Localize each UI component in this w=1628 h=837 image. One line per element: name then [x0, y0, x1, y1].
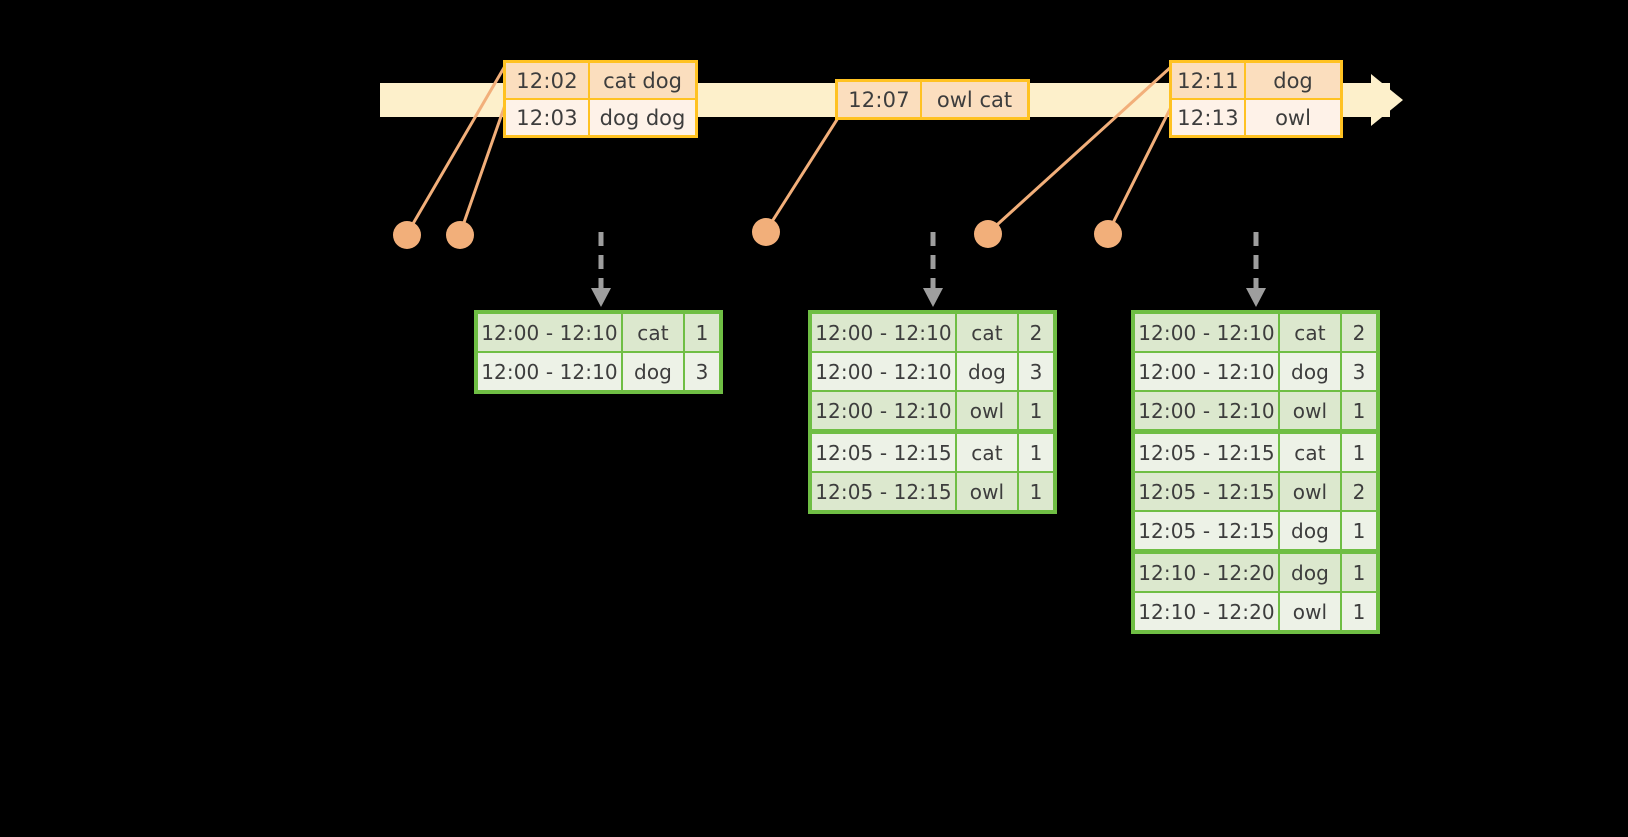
cell-count: 1 [1342, 392, 1376, 429]
timeline-arrow-head [1371, 74, 1403, 126]
cell-key: dog [1280, 554, 1340, 591]
trigger-arrow [1246, 232, 1266, 307]
cell-key: cat [957, 434, 1017, 471]
event-time: 12:02 [506, 63, 590, 98]
table-row: 12:05 - 12:15 cat 1 [812, 434, 1053, 471]
event-time: 12:11 [1172, 63, 1246, 98]
event-value: cat dog [603, 68, 682, 93]
event-time: 12:13 [1172, 100, 1246, 135]
table-row: 12:00 - 12:10 dog 3 [812, 353, 1053, 390]
event-dot [974, 220, 1002, 248]
cell-window: 12:00 - 12:10 [812, 392, 955, 429]
table-row: 12:00 - 12:10 owl 1 [812, 392, 1053, 429]
connector-line [1106, 104, 1174, 234]
cell-count: 1 [1342, 593, 1376, 630]
cell-key: cat [957, 314, 1017, 351]
event-row[interactable]: 12:02 cat dog [506, 63, 695, 98]
table-row: 12:10 - 12:20 owl 1 [1135, 593, 1376, 630]
event-value: dog [1273, 68, 1313, 93]
table-row: 12:00 - 12:10 cat 2 [812, 314, 1053, 351]
event-value: owl [1275, 105, 1311, 130]
cell-count: 3 [1342, 353, 1376, 390]
cell-count: 2 [1342, 473, 1376, 510]
cell-count: 1 [685, 314, 719, 351]
cell-window: 12:00 - 12:10 [812, 353, 955, 390]
table-row: 12:05 - 12:15 dog 1 [1135, 512, 1376, 549]
cell-key: cat [1280, 314, 1340, 351]
table-row: 12:00 - 12:10 dog 3 [478, 353, 719, 390]
table-row: 12:05 - 12:15 owl 2 [1135, 473, 1376, 510]
table-row: 12:00 - 12:10 dog 3 [1135, 353, 1376, 390]
cell-key: owl [957, 392, 1017, 429]
cell-key: owl [1280, 593, 1340, 630]
connector-line [458, 104, 507, 235]
event-dot [752, 218, 780, 246]
cell-window: 12:00 - 12:10 [1135, 392, 1278, 429]
cell-count: 3 [685, 353, 719, 390]
cell-window: 12:05 - 12:15 [1135, 512, 1278, 549]
event-row[interactable]: 12:11 dog [1172, 63, 1340, 98]
cell-key: owl [1280, 392, 1340, 429]
cell-count: 3 [1019, 353, 1053, 390]
cell-window: 12:00 - 12:10 [1135, 314, 1278, 351]
cell-count: 1 [1342, 434, 1376, 471]
cell-count: 2 [1019, 314, 1053, 351]
event-group-1[interactable]: 12:02 cat dog 12:03 dog dog [503, 60, 698, 138]
cell-window: 12:10 - 12:20 [1135, 554, 1278, 591]
event-time: 12:03 [506, 100, 590, 135]
cell-key: owl [957, 473, 1017, 510]
event-time: 12:07 [838, 82, 922, 117]
cell-window: 12:00 - 12:10 [478, 353, 621, 390]
table-row: 12:05 - 12:15 cat 1 [1135, 434, 1376, 471]
table-row: 12:00 - 12:10 cat 2 [1135, 314, 1376, 351]
trigger-arrow [923, 232, 943, 307]
result-table-2: 12:00 - 12:10 cat 2 12:00 - 12:10 dog 3 … [808, 310, 1057, 514]
cell-count: 1 [1019, 392, 1053, 429]
cell-key: cat [623, 314, 683, 351]
cell-window: 12:05 - 12:15 [1135, 434, 1278, 471]
event-dot [1094, 220, 1122, 248]
table-row: 12:05 - 12:15 owl 1 [812, 473, 1053, 510]
cell-window: 12:00 - 12:10 [478, 314, 621, 351]
trigger-arrow [591, 232, 611, 307]
table-row: 12:00 - 12:10 cat 1 [478, 314, 719, 351]
connector-line [764, 117, 840, 232]
event-row[interactable]: 12:07 owl cat [838, 82, 1027, 117]
event-row[interactable]: 12:03 dog dog [506, 98, 695, 135]
event-value: dog dog [599, 105, 686, 130]
event-value: owl cat [936, 87, 1013, 112]
cell-count: 1 [1019, 473, 1053, 510]
cell-count: 2 [1342, 314, 1376, 351]
cell-window: 12:05 - 12:15 [1135, 473, 1278, 510]
cell-window: 12:00 - 12:10 [812, 314, 955, 351]
table-row: 12:00 - 12:10 owl 1 [1135, 392, 1376, 429]
event-dot [446, 221, 474, 249]
table-row: 12:10 - 12:20 dog 1 [1135, 554, 1376, 591]
cell-window: 12:05 - 12:15 [812, 473, 955, 510]
cell-count: 1 [1342, 554, 1376, 591]
cell-key: dog [623, 353, 683, 390]
cell-window: 12:05 - 12:15 [812, 434, 955, 471]
cell-window: 12:00 - 12:10 [1135, 353, 1278, 390]
result-table-1: 12:00 - 12:10 cat 1 12:00 - 12:10 dog 3 [474, 310, 723, 394]
cell-window: 12:10 - 12:20 [1135, 593, 1278, 630]
result-table-3: 12:00 - 12:10 cat 2 12:00 - 12:10 dog 3 … [1131, 310, 1380, 634]
event-row[interactable]: 12:13 owl [1172, 98, 1340, 135]
event-group-2[interactable]: 12:07 owl cat [835, 79, 1030, 120]
cell-key: dog [1280, 512, 1340, 549]
event-dot [393, 221, 421, 249]
cell-key: dog [1280, 353, 1340, 390]
event-group-3[interactable]: 12:11 dog 12:13 owl [1169, 60, 1343, 138]
cell-count: 1 [1019, 434, 1053, 471]
cell-key: dog [957, 353, 1017, 390]
cell-key: owl [1280, 473, 1340, 510]
cell-key: cat [1280, 434, 1340, 471]
cell-count: 1 [1342, 512, 1376, 549]
